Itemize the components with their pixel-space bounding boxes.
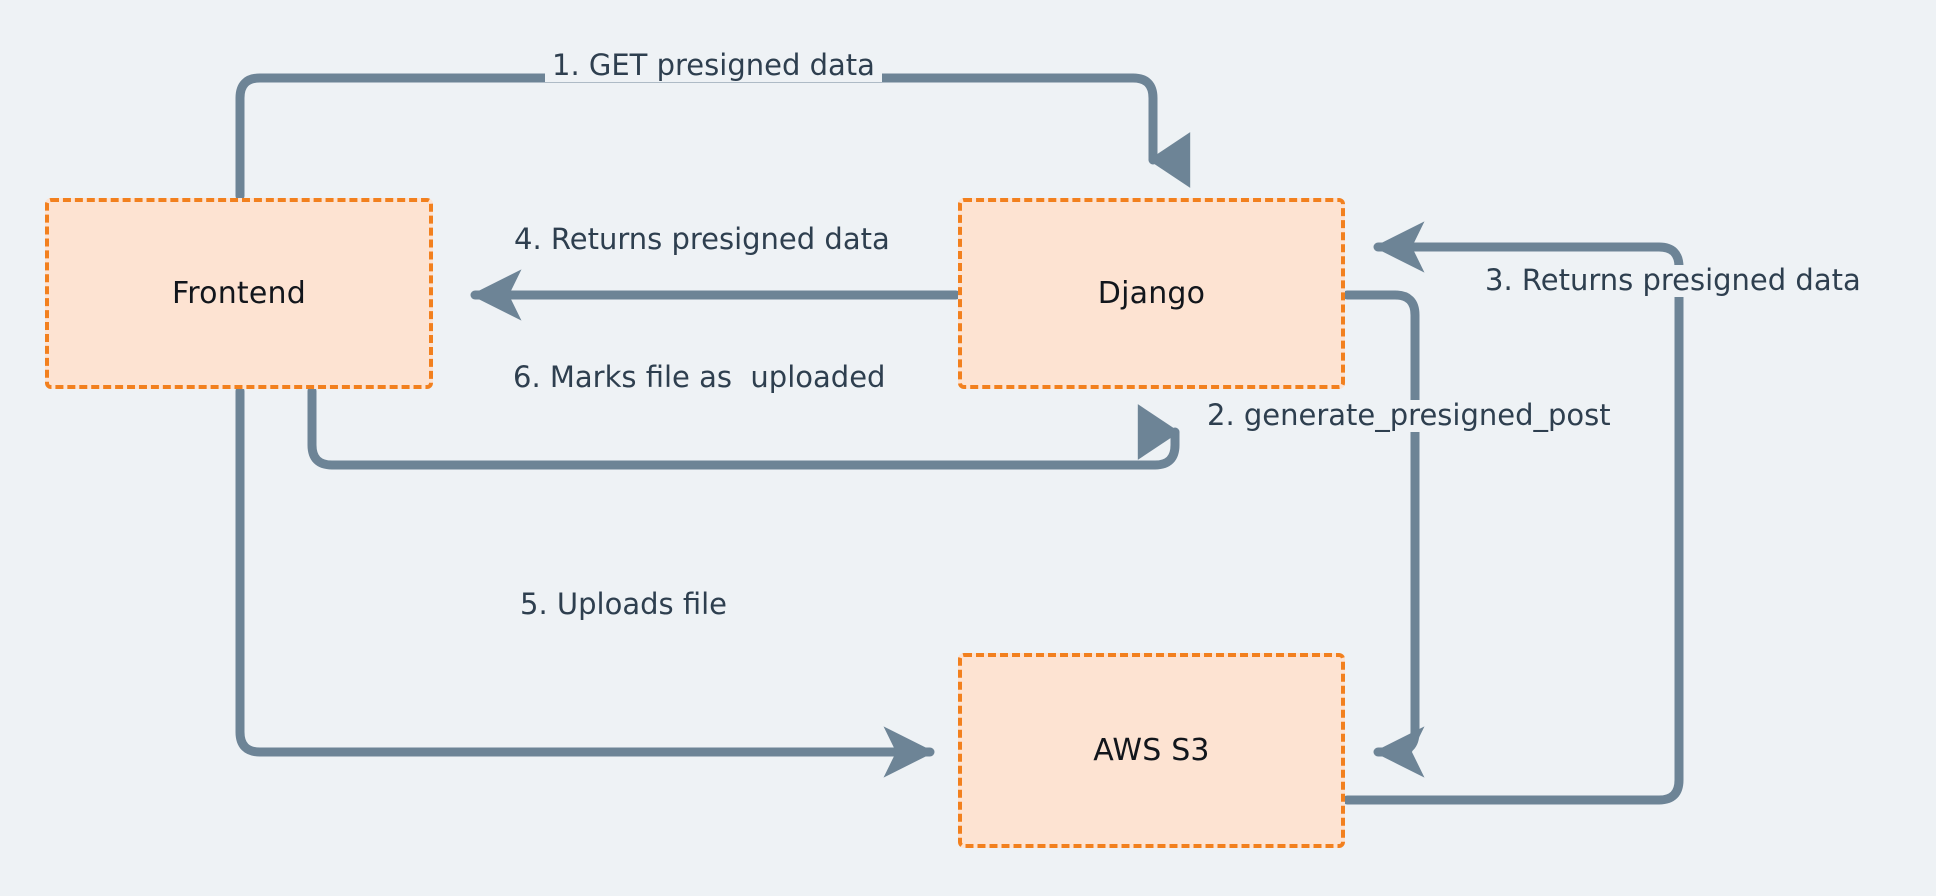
node-frontend-label: Frontend <box>172 276 306 311</box>
edge-label-3-returns-presigned-data: 3. Returns presigned data <box>1478 264 1868 297</box>
node-django-label: Django <box>1097 276 1206 311</box>
connector-6-marks-file-as-uploaded <box>307 386 1180 470</box>
edge-label-2-generate-presigned-post: 2. generate_presigned_post <box>1200 399 1618 432</box>
edge-label-5-uploads-file: 5. Uploads file <box>513 588 734 621</box>
node-aws-s3-label: AWS S3 <box>1093 733 1210 768</box>
connector-5-uploads-file <box>235 386 935 778</box>
node-aws-s3[interactable]: AWS S3 <box>958 653 1345 848</box>
edge-label-4-returns-presigned-data: 4. Returns presigned data <box>507 223 897 256</box>
connector-2-generate-presigned-post <box>1342 290 1425 778</box>
connector-1-get-presigned-data <box>235 73 1191 201</box>
node-django[interactable]: Django <box>958 198 1345 389</box>
edge-label-1-get-presigned-data: 1. GET presigned data <box>545 49 882 82</box>
edge-label-6-marks-file-as-uploaded: 6. Marks file as uploaded <box>506 361 893 394</box>
node-frontend[interactable]: Frontend <box>45 198 433 389</box>
connector-3-returns-presigned-data <box>1342 221 1684 805</box>
